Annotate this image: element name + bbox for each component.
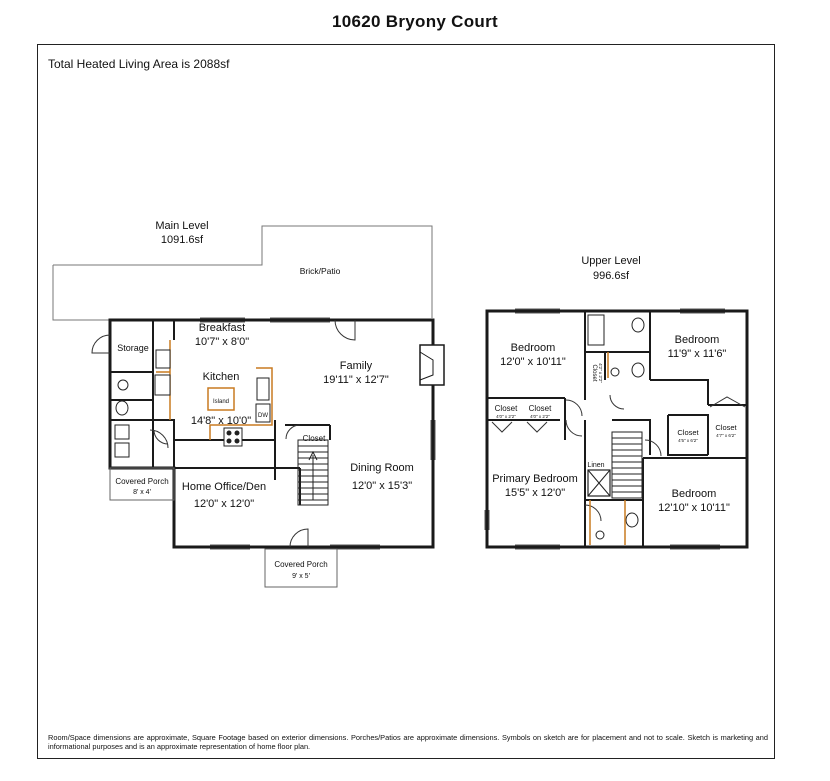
storage-door-swing [91, 334, 111, 354]
closet-d-label: Closet [715, 423, 737, 432]
patio-outline [52, 225, 433, 321]
closet-d-dims: 4'7" x 6'2" [716, 433, 736, 438]
closet-a-dims: 4'0" x 2'2" [496, 414, 516, 419]
main-closet-label: Closet [303, 434, 326, 443]
plan-frame [37, 44, 775, 759]
primary-bedroom-dims: 15'5" x 12'0" [505, 487, 565, 499]
side-porch-label: Covered Porch [115, 477, 168, 486]
bedroom-se-label: Bedroom [672, 488, 717, 500]
closet-v-dims: 4'2" x 2'2" [598, 363, 603, 383]
main-level-area: 1091.6sf [161, 234, 204, 246]
kitchen-dims: 14'8" x 10'0" [191, 415, 251, 427]
closet-c-label: Closet [677, 428, 699, 437]
dishwasher-box [255, 403, 271, 423]
storage-label: Storage [117, 343, 149, 353]
bathtub-symbol [587, 314, 605, 346]
bedroom-ne-dims: 11'9" x 11'6" [668, 348, 727, 360]
bedroom-nw-dims: 12'0" x 10'11" [500, 356, 566, 368]
upper-level-title: Upper Level [581, 255, 640, 267]
kitchen-label: Kitchen [203, 371, 240, 383]
family-label: Family [340, 360, 373, 372]
family-door-swing [334, 319, 356, 341]
sink-symbol [117, 379, 129, 391]
front-porch-label: Covered Porch [274, 560, 327, 569]
closet-v-label: Closet [591, 364, 597, 381]
kitchen-island [207, 387, 235, 411]
linen-label: Linen [587, 462, 604, 469]
closet-a-label: Closet [495, 404, 518, 413]
main-level-plan [52, 225, 445, 588]
toilet-symbol [115, 400, 129, 416]
dining-label: Dining Room [350, 462, 414, 474]
upper-level-area: 996.6sf [593, 270, 630, 282]
dining-dims: 12'0" x 15'3" [352, 480, 412, 492]
upper-level-labels: Upper Level 996.6sf Bedroom 12'0" x 10'1… [492, 255, 737, 514]
kitchen-sink [256, 377, 270, 401]
bedroom-nw-label: Bedroom [511, 342, 556, 354]
breakfast-dims: 10'7" x 8'0" [195, 336, 249, 348]
disclaimer-text: Room/Space dimensions are approximate, S… [48, 733, 768, 751]
front-porch-dims: 9' x 5' [292, 573, 310, 580]
island-label: Island [213, 399, 229, 405]
office-label: Home Office/Den [182, 481, 266, 493]
total-area-label: Total Heated Living Area is 2088sf [48, 57, 230, 71]
upper-level-plan [484, 308, 749, 550]
main-stairs [297, 439, 329, 506]
family-dims: 19'11" x 12'7" [323, 374, 389, 386]
closet-c-dims: 4'5" x 6'2" [678, 438, 698, 443]
side-porch-dims: 8' x 4' [133, 489, 151, 496]
upper-exterior-wall [485, 309, 749, 549]
range-symbol [223, 427, 243, 447]
primary-bedroom-label: Primary Bedroom [492, 473, 578, 485]
front-door-swing [289, 528, 309, 548]
bedroom-se-dims: 12'10" x 10'11" [658, 502, 730, 514]
breakfast-label: Breakfast [199, 322, 245, 334]
office-dims: 12'0" x 12'0" [194, 498, 254, 510]
side-porch-outline [109, 467, 175, 501]
main-level-labels: Main Level 1091.6sf Brick/Patio Storage … [115, 220, 413, 580]
kitchen-counter [209, 367, 273, 440]
front-porch-outline [264, 548, 338, 588]
page-title: 10620 Bryony Court [331, 12, 498, 31]
main-level-title: Main Level [155, 220, 208, 232]
upper-stairs [611, 431, 643, 499]
dw-label: DW [258, 413, 268, 419]
closet-b-label: Closet [529, 404, 552, 413]
closet-b-dims: 4'0" x 2'2" [530, 414, 550, 419]
patio-label: Brick/Patio [300, 266, 341, 276]
bedroom-ne-label: Bedroom [675, 334, 720, 346]
